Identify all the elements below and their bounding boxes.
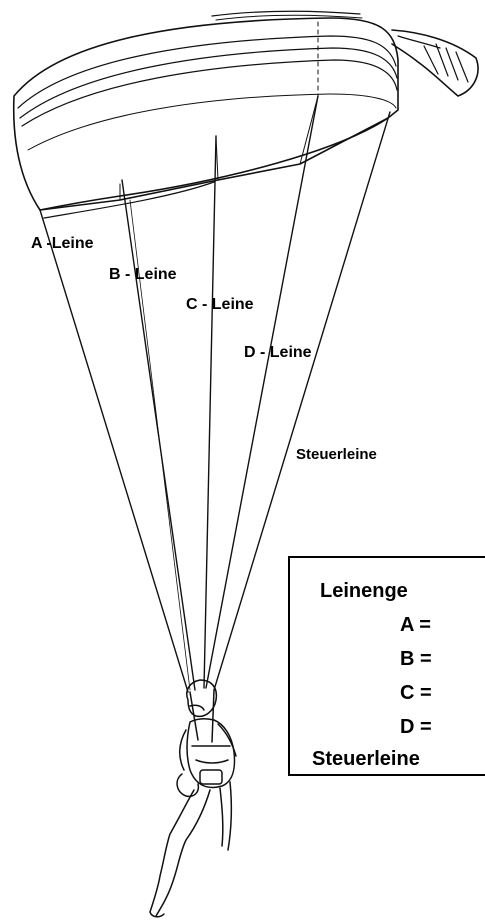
line-length-legend: Leinenge A = B = C = D = Steuerleine	[288, 556, 485, 776]
legend-row-a: A =	[400, 614, 431, 636]
canopy-stripe-2	[19, 47, 398, 119]
rib-3	[299, 95, 319, 165]
legend-row-b: B =	[400, 648, 432, 670]
label-a-line: A -Leine	[31, 235, 94, 252]
a-line-inner	[129, 199, 191, 691]
d-line	[205, 95, 319, 689]
canopy-top	[211, 10, 361, 17]
steuer-line	[213, 111, 391, 691]
canopy-leading	[43, 181, 215, 219]
canopy-stripe-4	[27, 93, 397, 151]
label-c-line: C - Leine	[186, 296, 254, 313]
a-line-left	[39, 209, 189, 693]
label-steuer-line: Steuerleine	[296, 446, 377, 463]
legend-row-c: C =	[400, 682, 432, 704]
wingtip-lines	[423, 43, 469, 83]
canopy-outline	[12, 17, 399, 211]
label-d-line: D - Leine	[244, 344, 312, 361]
c-line	[203, 135, 217, 689]
wingtip-edge	[397, 35, 441, 49]
legend-row-d: D =	[400, 716, 432, 738]
pilot	[149, 679, 237, 918]
canopy-top-2	[215, 14, 363, 21]
label-b-line: B - Leine	[109, 266, 177, 283]
canopy-stripe-1	[17, 35, 397, 109]
wingtip	[391, 29, 479, 97]
legend-title: Leinenge	[320, 580, 408, 602]
legend-row-steuer: Steuerleine	[312, 748, 420, 770]
canopy-stripe-3	[21, 59, 398, 127]
